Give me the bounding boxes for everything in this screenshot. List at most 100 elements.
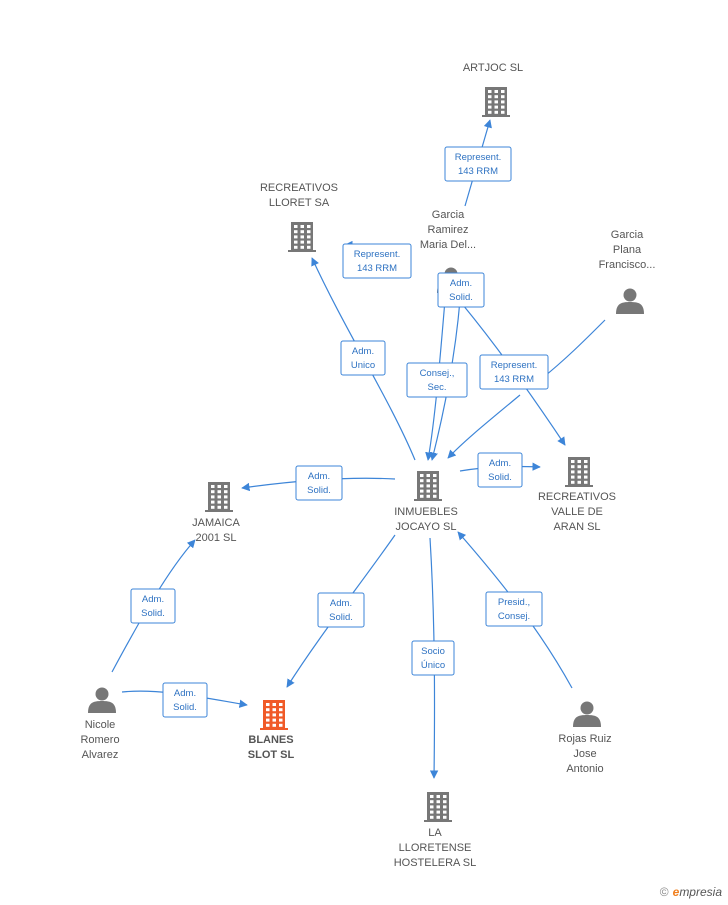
edge-label-e9[interactable]: Adm.Solid. (317, 592, 365, 628)
edge-label-line: Adm. (489, 458, 511, 469)
node-label-line: VALLE DE (551, 506, 603, 518)
node-label-line: JOCAYO SL (396, 521, 457, 533)
node-label-line: SLOT SL (248, 749, 295, 761)
node-artjoc[interactable]: ARTJOC SL (463, 62, 523, 117)
edge-label-box (411, 640, 455, 676)
edge-label-line: Adm. (142, 594, 164, 605)
edge-label-box (477, 452, 523, 488)
edge-label-box (295, 465, 343, 501)
node-label-line: Alvarez (82, 749, 119, 761)
edge-label-line: Solid. (449, 292, 473, 303)
node-label-line: LLORET SA (269, 197, 330, 209)
building-icon (260, 700, 288, 730)
edge-label-e6[interactable]: Represent.143 RRM (479, 354, 549, 390)
person-icon (616, 288, 644, 314)
edge-label-line: Solid. (173, 702, 197, 713)
edge-label-e13[interactable]: Adm. Solid. (162, 682, 208, 718)
node-lloretense[interactable]: LA LLORETENSE HOSTELERA SL (394, 792, 477, 869)
edge-label-e3[interactable]: Adm. Solid. (437, 272, 485, 308)
edge-label-box (406, 362, 468, 398)
building-icon (565, 457, 593, 487)
edge-label-e1[interactable]: Represent. 143 RRM (444, 146, 512, 182)
edge-label-e11[interactable]: Presid., Consej. (485, 591, 543, 627)
node-label-line: Antonio (566, 763, 603, 775)
node-label-line: Francisco... (599, 259, 656, 271)
node-label-line: Rojas Ruiz (558, 733, 611, 745)
edge-label-line: Adm. (174, 688, 196, 699)
edge-label-box (437, 272, 485, 308)
node-label-line: Maria Del... (420, 239, 476, 251)
edge-label-e8[interactable]: Adm.Solid. (295, 465, 343, 501)
edge-line-e6 (447, 394, 521, 459)
node-label-line: RECREATIVOS (538, 491, 616, 503)
edge-label-box (342, 243, 412, 279)
node-label-line: Plana (613, 244, 642, 256)
building-icon (424, 792, 452, 822)
node-label-line: Romero (80, 734, 119, 746)
node-label-line: Nicole (85, 719, 116, 731)
edge-label-line: Represent. (491, 360, 537, 371)
node-label-line: BLANES (248, 734, 293, 746)
node-jamaica[interactable]: JAMAICA 2001 SL (192, 482, 240, 544)
copyright-symbol: © (659, 885, 669, 899)
building-icon (482, 87, 510, 117)
node-blanes[interactable]: BLANES SLOT SL (248, 700, 295, 761)
person-icon (88, 687, 116, 713)
edge-label-e7[interactable]: Adm. Solid. (477, 452, 523, 488)
node-label-line: JAMAICA (192, 517, 240, 529)
edge-label-e10[interactable]: Adm. Solid. (130, 588, 176, 624)
footer-brand[interactable]: ©empresia (660, 885, 722, 899)
node-label-line: Garcia (432, 209, 465, 221)
edge-label-box (130, 588, 176, 624)
edge-label-box (479, 354, 549, 390)
node-label-line: HOSTELERA SL (394, 857, 477, 869)
edge-label-line: Solid. (141, 608, 165, 619)
brand-name: mpresia (679, 885, 722, 899)
edge-label-line: 143 RRM (357, 263, 397, 274)
edge-label-line: Represent. (354, 249, 400, 260)
node-label-line: ARTJOC SL (463, 62, 523, 74)
edge-label-box (162, 682, 208, 718)
edge-label-box (444, 146, 512, 182)
edge-line-e15 (539, 319, 606, 381)
node-label-line: 2001 SL (196, 532, 237, 544)
edge-label-e2[interactable]: Represent. 143 RRM (342, 243, 412, 279)
edge-label-line: 143 RRM (458, 166, 498, 177)
edge-labels-layer: Represent. 143 RRM Represent. 143 RRM Adm. So… (130, 146, 549, 718)
edge-label-line: Adm. (450, 278, 472, 289)
edge-label-e4[interactable]: Adm.Unico (340, 340, 386, 376)
node-label-line: LA (428, 827, 442, 839)
node-label-line: Jose (573, 748, 596, 760)
node-label-line: Garcia (611, 229, 644, 241)
edge-label-line: Único (421, 660, 445, 671)
edge-label-line: Unico (351, 360, 375, 371)
node-garcia-plana[interactable]: GarciaPlanaFrancisco... (599, 229, 656, 314)
person-icon (573, 701, 601, 727)
edge-label-line: Represent. (455, 152, 501, 163)
edge-label-box (485, 591, 543, 627)
edge-label-line: Presid., (498, 597, 530, 608)
edge-label-line: Consej. (498, 611, 530, 622)
node-recreativos-valle[interactable]: RECREATIVOS VALLE DE ARAN SL (538, 457, 616, 533)
node-label-line: Ramirez (428, 224, 469, 236)
node-label-line: ARAN SL (553, 521, 600, 533)
building-icon (205, 482, 233, 512)
node-label-line: LLORETENSE (399, 842, 472, 854)
building-icon (414, 471, 442, 501)
edge-label-line: Solid. (488, 472, 512, 483)
edge-label-e5[interactable]: Consej.,Sec. (406, 362, 468, 398)
edge-label-line: Adm. (330, 598, 352, 609)
brand-initial: e (672, 885, 680, 899)
edge-label-line: Socio (421, 646, 445, 657)
edge-label-line: Adm. (308, 471, 330, 482)
edges-layer (111, 119, 606, 779)
edge-label-box (317, 592, 365, 628)
building-icon (288, 222, 316, 252)
